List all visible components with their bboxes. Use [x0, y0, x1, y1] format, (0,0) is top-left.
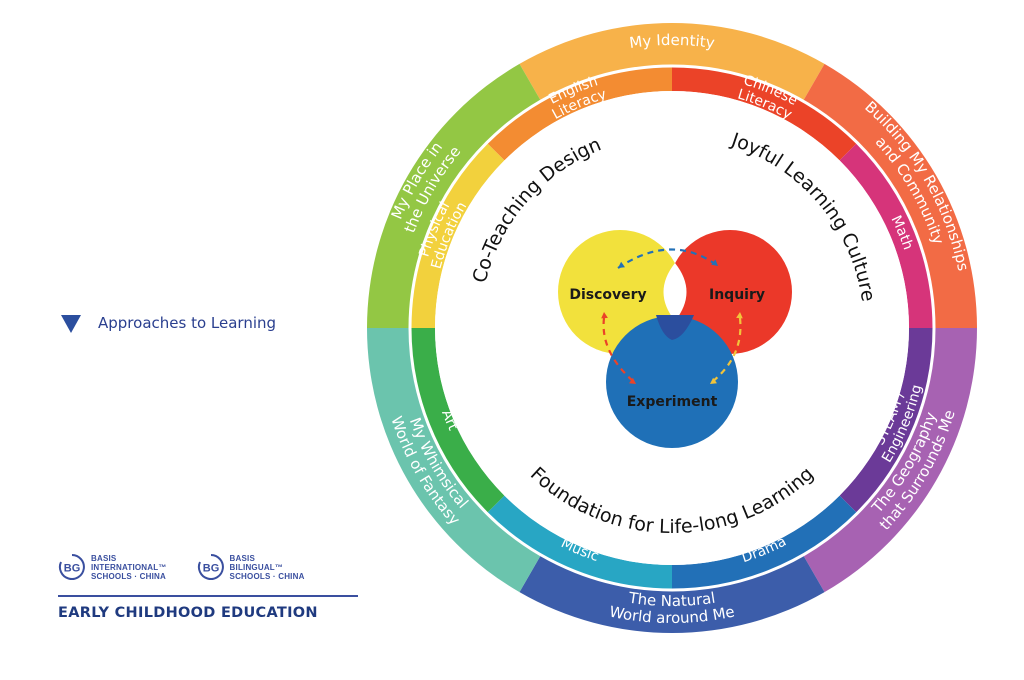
center-triangle-icon: [656, 315, 694, 340]
outer-segment-building-my-relationships-and-community: [803, 63, 977, 329]
middle-segment-art: [411, 328, 505, 513]
middle-segment-steam-engineering: [839, 328, 933, 513]
middle-ring: EnglishLiteracyChineseLiteracyMathSTEAM …: [408, 64, 936, 592]
middle-segment-music: [487, 495, 672, 589]
middle-segment-chinese-literacy: [672, 67, 857, 161]
bg-logo-icon: BG: [197, 554, 224, 580]
outer-segment-the-geography-that-surrounds-me: [803, 328, 977, 593]
triangle-icon: [61, 315, 81, 333]
svg-text:BG: BG: [202, 563, 219, 575]
outer-segment-my-identity: [519, 22, 825, 102]
venn-overlap: [663, 263, 687, 321]
logo1-text: BASIS INTERNATIONAL™ SCHOOLS · CHINA: [91, 553, 167, 581]
inquiry-label: Inquiry: [709, 287, 765, 303]
outer-label-the-natural-world-around-me: The Natural: [627, 589, 717, 611]
arrow-head-icon: [736, 312, 743, 319]
outer-segment-my-place-in-the-universe: [367, 63, 541, 329]
arrow-head-icon: [710, 377, 717, 384]
logo-basis-bilingual: BG BASIS BILINGUAL™ SCHOOLS · CHINA: [197, 553, 305, 581]
arrow-head-icon: [629, 377, 636, 384]
legend-label: Approaches to Learning: [98, 314, 277, 332]
arrow-head-icon: [601, 312, 608, 319]
bg-logo-icon: BG: [58, 554, 85, 580]
middle-segment-math: [839, 143, 933, 328]
legend: Approaches to Learning: [60, 312, 276, 334]
outer-segment-the-natural-world-around-me: [519, 554, 825, 633]
middle-segment-drama: [672, 495, 857, 589]
middle-segment-english-literacy: [487, 67, 672, 161]
arrow-head-icon: [711, 259, 718, 266]
outer-label-my-identity: My Identity: [628, 31, 716, 52]
middle-segment-physical-education: [411, 143, 505, 328]
brand-title: EARLY CHILDHOOD EDUCATION: [58, 605, 318, 621]
svg-text:BG: BG: [64, 563, 81, 575]
arrow-inquiry-experiment: [711, 317, 742, 383]
arrow-head-icon: [618, 261, 625, 268]
logo-basis-international: BG BASIS INTERNATIONAL™ SCHOOLS · CHINA: [58, 553, 167, 581]
experiment-circle: [606, 316, 738, 448]
outer-segment-my-whimsical-world-of-fantasy: [367, 328, 541, 593]
experiment-label: Experiment: [627, 394, 718, 410]
discovery-label: Discovery: [569, 287, 646, 303]
branding: BG BASIS INTERNATIONAL™ SCHOOLS · CHINA …: [58, 553, 358, 621]
brand-divider: [58, 595, 358, 597]
logo2-text: BASIS BILINGUAL™ SCHOOLS · CHINA: [229, 553, 305, 581]
arrow-discovery-inquiry: [617, 248, 719, 269]
arrow-discovery-experiment: [602, 317, 635, 383]
